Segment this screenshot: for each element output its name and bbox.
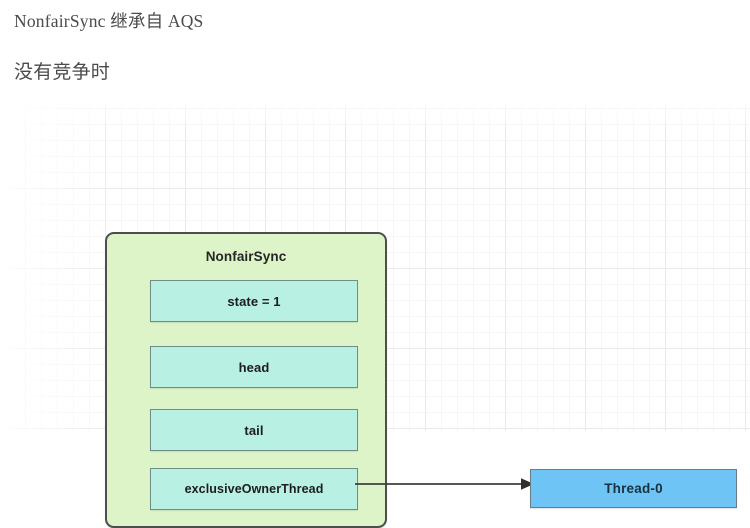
field-tail[interactable]: tail xyxy=(150,409,358,451)
field-state[interactable]: state = 1 xyxy=(150,280,358,322)
heading-line-1: NonfairSync 继承自 AQS xyxy=(14,11,204,31)
nonfairsync-title: NonfairSync xyxy=(205,249,287,264)
field-exclusive-owner-thread[interactable]: exclusiveOwnerThread xyxy=(150,468,358,510)
field-head[interactable]: head xyxy=(150,346,358,388)
nonfairsync-container[interactable]: NonfairSync state = 1 head tail exclusiv… xyxy=(105,232,387,528)
heading-line-2: 没有竞争时 xyxy=(14,62,111,83)
connector-arrow-owner-to-thread xyxy=(355,478,534,490)
thread-node[interactable]: Thread-0 xyxy=(530,469,737,508)
diagram-canvas: NonfairSync state = 1 head tail exclusiv… xyxy=(0,104,750,528)
